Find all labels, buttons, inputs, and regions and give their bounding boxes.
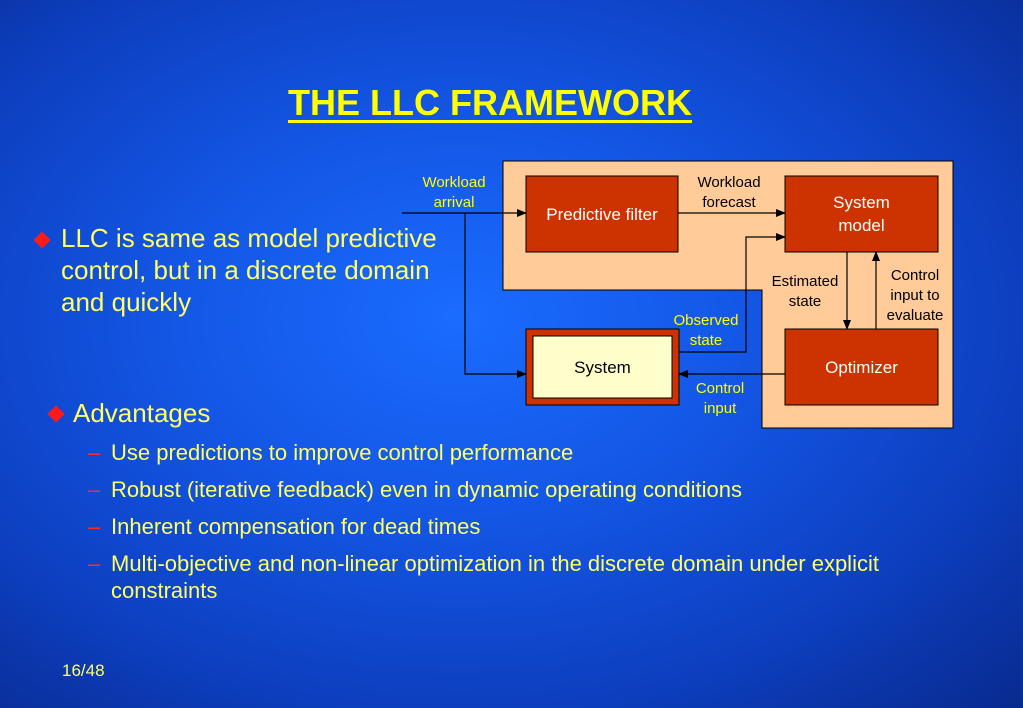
observed-state-label: Observed state [673, 312, 739, 349]
predictive-filter-label: Predictive filter [546, 204, 658, 224]
predictive-filter-box [525, 175, 679, 253]
advantage-item-text: Multi-objective and non-linear optimizat… [111, 551, 879, 603]
estimated-state-label: Estimated state [771, 273, 839, 310]
main-bullet: LLC is same as model predictive control,… [33, 222, 466, 318]
dash-bullet-icon: – [88, 477, 101, 502]
advantage-item: – Multi-objective and non-linear optimiz… [88, 550, 968, 604]
system-inner-box [532, 335, 673, 399]
advantage-item-text: Use predictions to improve control perfo… [111, 440, 574, 465]
control-input-label: Control input [695, 380, 745, 417]
observed-state-arrow [679, 233, 786, 353]
main-bullet-text: LLC is same as model predictive control,… [61, 223, 437, 317]
optimizer-box [784, 328, 939, 406]
slide-title: THE LLC FRAMEWORK [288, 82, 692, 123]
optimizer-label: Optimizer [825, 357, 898, 377]
advantage-item: – Inherent compensation for dead times [88, 513, 968, 540]
advantage-item: – Use predictions to improve control per… [88, 439, 968, 466]
workload-arrival-label: Workload arrival [422, 174, 486, 211]
dash-bullet-icon: – [88, 551, 101, 576]
system-label: System [574, 357, 631, 377]
dash-bullet-icon: – [88, 440, 101, 465]
advantage-item-text: Robust (iterative feedback) even in dyna… [111, 477, 743, 502]
dash-bullet-icon: – [88, 514, 101, 539]
advantages-heading: Advantages [47, 398, 211, 428]
workload-forecast-label: Workload forecast [697, 174, 761, 211]
diamond-bullet-icon [47, 405, 65, 423]
system-model-box [784, 175, 939, 253]
control-input-to-evaluate-label: Control input to evaluate [886, 267, 944, 324]
arrival-to-system-arrow [464, 213, 527, 378]
advantages-heading-text: Advantages [73, 398, 211, 428]
advantage-item-text: Inherent compensation for dead times [111, 514, 481, 539]
system-model-label: System model [833, 193, 890, 235]
page-number: 16/48 [62, 661, 105, 680]
advantage-item: – Robust (iterative feedback) even in dy… [88, 476, 968, 503]
